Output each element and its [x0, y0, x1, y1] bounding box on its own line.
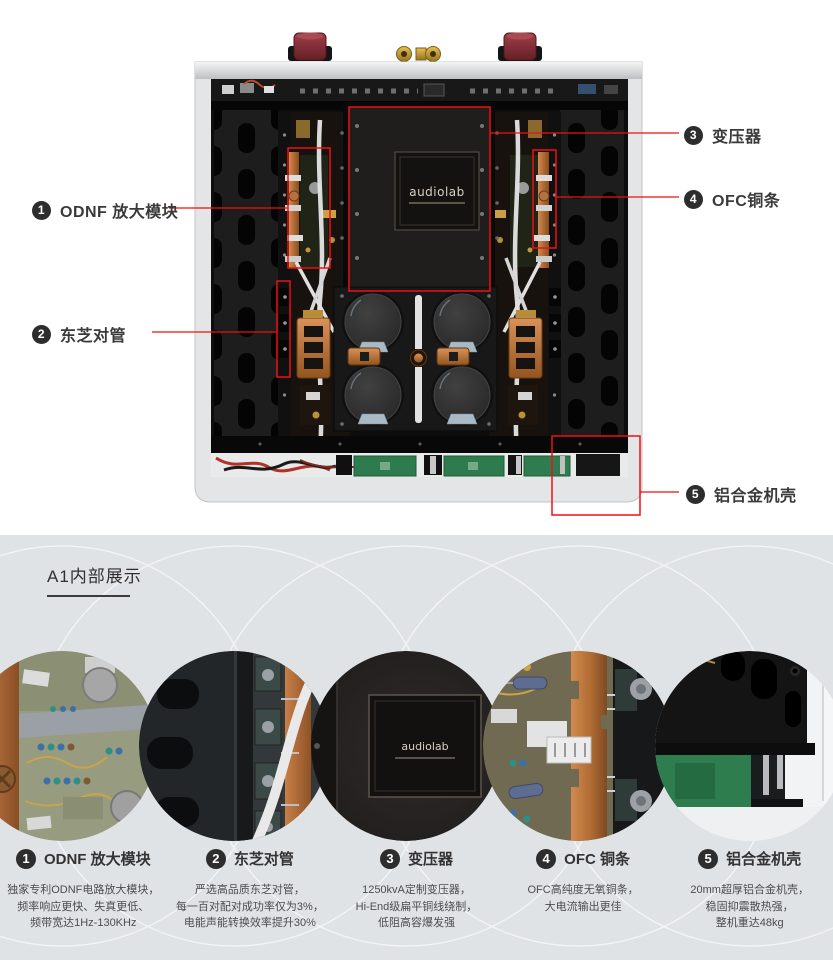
callout-box-transformer [348, 106, 491, 292]
feature-desc-line: 低阻高容爆发强 [377, 917, 455, 929]
feature-title: 5 铝合金机壳 [698, 848, 801, 869]
feature-aluminum-chassis: 5 铝合金机壳 20mm超厚铝合金机壳， 稳固抑震散热强， 整机重达48kg [666, 848, 833, 932]
callout-label-ofc-copper: 4 OFC铜条 [684, 187, 780, 211]
photo-toshiba-transistors [139, 651, 329, 841]
feature-odnf-module: 1 ODNF 放大模块 独家专利ODNF电路放大模块， 频率响应更快、失真更低、… [0, 848, 167, 932]
amplifier-top-view-illustration: audiolab [152, 32, 679, 516]
feature-desc-line: 每一百对配对成功率仅为3%， [175, 900, 324, 913]
ofc-copper-photo [483, 651, 673, 841]
feature-title: 4 OFC 铜条 [536, 848, 630, 869]
feature-description: 1250kvA定制变压器， Hi-End级扁平铜线绕制， 低阻高容爆发强 [337, 882, 496, 932]
feature-title: 2 东芝对管 [205, 848, 294, 869]
callout-number-badge: 5 [686, 484, 705, 504]
toshiba-transistors-photo [139, 651, 329, 841]
callout-number-badge: 1 [32, 200, 51, 220]
odnf-module-left [285, 112, 350, 453]
feature-description: 严选高品质东芝对管， 每一百对配对成功率仅为3%， 电能声能转换效率提升30% [171, 882, 330, 932]
feature-desc-line: 频带宽达1Hz-130KHz [30, 917, 137, 929]
feature-desc-line: 严选高品质东芝对管， [194, 884, 305, 896]
feature-title-text: ODNF 放大模块 [43, 851, 151, 868]
callout-number-badge: 2 [32, 324, 51, 344]
internals-showcase-section: A1内部展示 [0, 535, 833, 960]
callout-box-toshiba-transistors [276, 280, 291, 378]
callout-label-chassis: 5 铝合金机壳 [686, 482, 797, 506]
feature-desc-line: OFC高纯度无氧铜条， [527, 884, 639, 896]
feature-desc-line: 整机重达48kg [715, 917, 784, 929]
callout-number-badge: 4 [684, 189, 703, 209]
heatsink-right [560, 110, 624, 436]
callout-box-ofc-copper [532, 149, 557, 249]
feature-title-text: 变压器 [407, 851, 453, 868]
feature-title: 3 变压器 [379, 848, 453, 869]
brand-logo-small: audiolab [401, 740, 448, 753]
front-wiring-strip [211, 436, 628, 477]
rear-pcb-strip [211, 79, 628, 101]
brand-caption-line [409, 202, 465, 204]
feature-title: 1 ODNF 放大模块 [15, 848, 151, 869]
callout-label-toshiba-transistors: 2 东芝对管 [32, 322, 126, 346]
feature-number-badge: 1 [15, 848, 36, 869]
feature-description: 独家专利ODNF电路放大模块， 频率响应更快、失真更低、 频带宽达1Hz-130… [4, 882, 163, 932]
feature-number-badge: 2 [205, 848, 226, 869]
callout-label-transformer: 3 变压器 [684, 123, 762, 147]
callout-label-text: 东芝对管 [60, 328, 127, 345]
feature-desc-line: 电能声能转换效率提升30% [183, 917, 316, 929]
callout-box-chassis [551, 435, 641, 516]
feature-number-badge: 4 [536, 848, 557, 869]
photo-transformer: audiolab [311, 651, 501, 841]
feature-number-badge: 5 [698, 848, 719, 869]
heatsink-left [214, 110, 278, 436]
callout-label-text: ODNF 放大模块 [60, 204, 179, 221]
transistor-rail-right [548, 112, 561, 436]
feature-ofc-copper: 4 OFC 铜条 OFC高纯度无氧铜条， 大电流输出更佳 [500, 848, 667, 932]
feature-description: OFC高纯度无氧铜条， 大电流输出更佳 [504, 882, 663, 915]
callout-label-text: OFC铜条 [712, 193, 781, 210]
features-row: 1 ODNF 放大模块 独家专利ODNF电路放大模块， 频率响应更快、失真更低、… [0, 848, 833, 932]
aluminum-chassis-photo [655, 651, 833, 841]
feature-desc-line: 独家专利ODNF电路放大模块， [7, 884, 160, 896]
photo-aluminum-chassis [655, 651, 833, 841]
feature-desc-line: 稳固抑震散热强， [705, 900, 794, 913]
brand-logo: audiolab [409, 185, 465, 199]
feature-desc-line: 20mm超厚铝合金机壳， [690, 884, 809, 896]
photo-ofc-copper [483, 651, 673, 841]
amplifier-callout-section: audiolab [32, 32, 797, 516]
feature-title-text: 铝合金机壳 [726, 851, 802, 868]
callout-label-text: 变压器 [712, 129, 762, 146]
speaker-terminal-knobs [288, 32, 542, 61]
chassis-top-rail [195, 62, 642, 79]
feature-transformer: 3 变压器 1250kvA定制变压器， Hi-End级扁平铜线绕制， 低阻高容爆… [333, 848, 500, 932]
feature-desc-line: Hi-End级扁平铜线绕制， [355, 900, 478, 913]
feature-desc-line: 大电流输出更佳 [544, 900, 622, 913]
feature-title-text: OFC 铜条 [564, 851, 630, 868]
heading-underline [47, 595, 130, 597]
odnf-module-right [489, 112, 552, 453]
feature-desc-line: 1250kvA定制变压器， [362, 884, 471, 896]
transformer-photo: audiolab [311, 651, 501, 841]
feature-description: 20mm超厚铝合金机壳， 稳固抑震散热强， 整机重达48kg [670, 882, 829, 932]
rca-jacks [396, 46, 441, 62]
feature-title-text: 东芝对管 [233, 851, 294, 868]
feature-desc-line: 频率响应更快、失真更低、 [17, 900, 150, 913]
capacitor-bank [333, 286, 498, 432]
transformer-block: audiolab [340, 102, 499, 298]
callout-label-odnf-module: 1 ODNF 放大模块 [32, 198, 178, 222]
callout-label-text: 铝合金机壳 [714, 488, 797, 505]
callout-number-badge: 3 [684, 125, 703, 145]
section-heading: A1内部展示 [47, 567, 142, 586]
feature-number-badge: 3 [379, 848, 400, 869]
feature-toshiba-transistors: 2 东芝对管 严选高品质东芝对管， 每一百对配对成功率仅为3%， 电能声能转换效… [167, 848, 334, 932]
